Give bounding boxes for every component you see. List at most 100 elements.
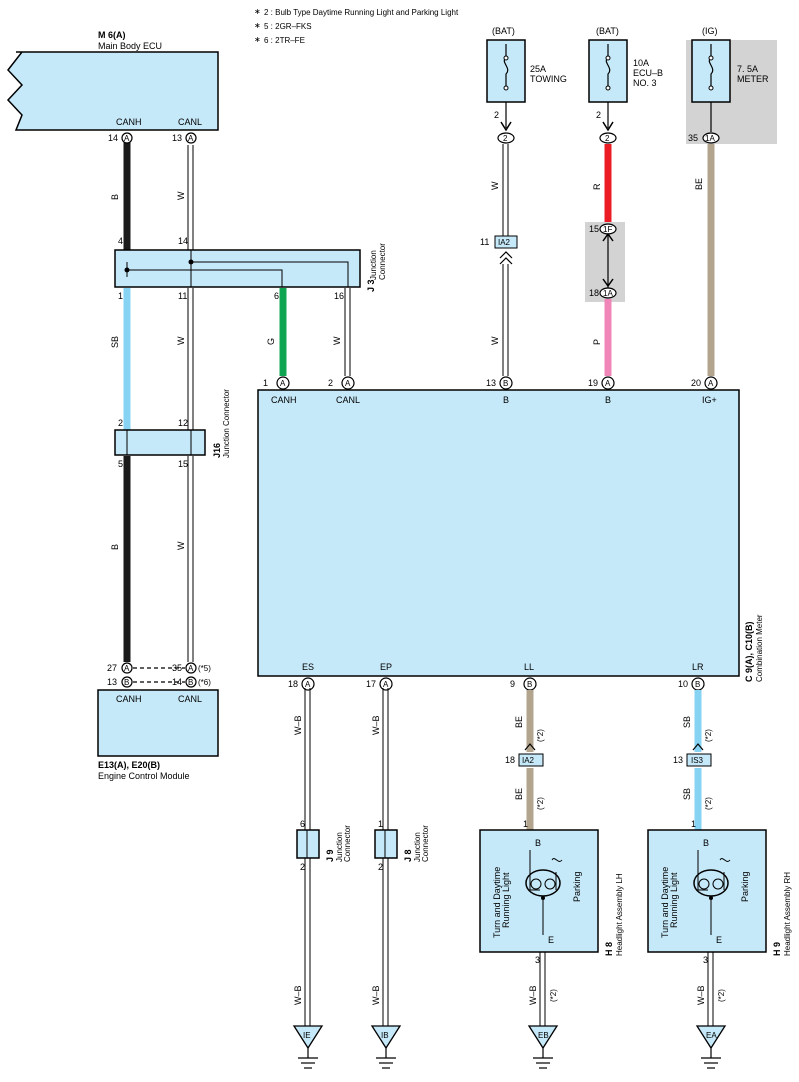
- ecu-pin-canl-conn: A: [188, 134, 194, 143]
- ecm-row2-note: (*6): [198, 678, 211, 687]
- note-1-text: 2 : Bulb Type Daytime Running Light and …: [264, 8, 459, 17]
- ecm-pin-14: [185, 676, 197, 688]
- ecu-code: M 6(A): [98, 30, 126, 40]
- ecm-canh-label: CANH: [116, 694, 142, 704]
- wire-w-color: W: [176, 336, 186, 345]
- meter-bottom-pin-num: 9: [510, 679, 515, 689]
- ia2-bottom-label: IA2: [522, 756, 535, 765]
- ia2-bottom-chevron: [524, 743, 536, 751]
- meter-name: Combination Meter: [755, 614, 764, 682]
- meter-top-pin-label: CANH: [271, 395, 297, 405]
- ground-ie-label: IE: [303, 1031, 311, 1040]
- headlight-rh-bottom-pin: 3: [703, 955, 708, 965]
- wire-lh-ground-color: W–B: [528, 985, 538, 1005]
- wire-j9-color: W–B: [293, 985, 303, 1005]
- fuse-towing-conn-label: 2: [503, 134, 508, 143]
- meter-bottom-pin-label: ES: [302, 662, 314, 672]
- headlight-rh-filament-leads: [697, 865, 725, 891]
- fuse-towing-conn: [497, 132, 515, 144]
- ground-ib-label: IB: [381, 1031, 389, 1040]
- meter-top-pin-label: B: [605, 395, 611, 405]
- meter-bottom-pin-18: [301, 677, 315, 691]
- wire-towing-color: W: [490, 181, 500, 190]
- headlight-lh-bottom-label: E: [548, 935, 554, 945]
- meter-top-pin-num: 19: [588, 378, 598, 388]
- j9-box: [296, 829, 320, 859]
- meter-top-pin-num: 2: [328, 378, 333, 388]
- headlight-lh-parking-lead: [551, 858, 563, 862]
- meter-bottom-pin-17: [379, 677, 393, 691]
- ecm-code: E13(A), E20(B): [98, 760, 160, 770]
- junction-connector-j3: 4 14 1 11 6 16 J 3 Junction Junction Con…: [114, 236, 387, 301]
- meter-top-pin-conn: A: [708, 379, 714, 388]
- meter-top-pin-conn: B: [503, 379, 508, 388]
- junction-connector-j16: 2 12 5 15 J16 Junction Connector: [114, 389, 231, 469]
- ground-eb-symbol: [527, 1025, 559, 1050]
- note-2-text: 5 : 2GR–FKS: [264, 22, 312, 31]
- ia2-top-label: IA2: [498, 238, 511, 247]
- ecu-name: Main Body ECU: [98, 41, 162, 51]
- wire-towing-bottom-color: W: [490, 336, 500, 345]
- meter-bottom-pin-conn: A: [305, 680, 311, 689]
- fuse-ecu-b: (BAT) 10A ECU–B NO. 3 2 2: [588, 26, 663, 144]
- fuse-towing-term-2: [503, 85, 509, 91]
- ground-eb-label: EB: [538, 1031, 549, 1040]
- ecu-pin-canh-num: 14: [108, 133, 118, 143]
- ecm-row1-left-conn: A: [124, 664, 130, 673]
- fuse-meter-line1: 7. 5A: [737, 64, 758, 74]
- fuse-towing: (BAT) 25A TOWING 2 2: [486, 26, 567, 144]
- splice-bottom-conn-label: 1A: [603, 289, 613, 298]
- j16-name: Junction Connector: [222, 389, 231, 458]
- headlight-rh-box: [647, 829, 767, 953]
- headlight-rh-lamp2: Running Light: [669, 872, 679, 928]
- meter-bottom-pin-label: LL: [524, 662, 534, 672]
- headlight-assembly-lh: 1 B E Turn and Daytime Running Light Par…: [479, 819, 624, 965]
- wire-lr-star-bottom: (*2): [704, 797, 713, 810]
- j8-top-pin: 1: [378, 819, 383, 829]
- wire-es-color: W–B: [293, 715, 303, 735]
- meter-top-pin-num: 20: [691, 378, 701, 388]
- fuse-meter-pin: 35: [688, 133, 698, 143]
- meter-bottom-pin-num: 18: [288, 679, 298, 689]
- fuse-meter-conn-label: 1A: [705, 134, 715, 143]
- headlight-lh-top-pin: 1: [523, 819, 528, 829]
- wire-canl-color: W: [176, 191, 186, 200]
- meter-box: [257, 389, 740, 677]
- ecm-row2-left-conn: B: [124, 678, 129, 687]
- wire-w2-color: W: [332, 336, 342, 345]
- j3-top-pin-2: 14: [178, 236, 188, 246]
- splice-top-conn-label: 1F: [603, 225, 612, 234]
- j3-internal-2: [127, 269, 283, 287]
- j3-name-2: Connector: [378, 243, 387, 280]
- ground-ie-symbol: [292, 1025, 324, 1050]
- fuse-ecub-arrow: [602, 121, 614, 132]
- meter-top-pin-conn: A: [345, 379, 351, 388]
- meter-top-pin-2: [341, 376, 355, 390]
- fuse-ecub-line3: NO. 3: [633, 78, 657, 88]
- fuse-towing-term-1: [503, 55, 509, 61]
- headlight-rh-filament-2: [712, 878, 724, 890]
- ecm-row2-right-pin: 14: [172, 677, 182, 687]
- meter-bottom-pin-label: EP: [380, 662, 392, 672]
- j9-name-2: Connector: [343, 825, 352, 862]
- wire-w-ecm-color: W: [176, 541, 186, 550]
- meter-top-pin-num: 1: [263, 378, 268, 388]
- junction-connector-j8: 1 2 J 8 Junction Connector: [374, 819, 430, 872]
- headlight-lh-filament-leads: [529, 865, 557, 891]
- fuse-ecub-line1: 10A: [633, 58, 649, 68]
- headlight-lh-lamp3: Parking: [572, 871, 582, 902]
- headlight-lh-top-label: B: [535, 838, 541, 848]
- ia2-top-box: [494, 235, 518, 249]
- fuse-ecub-source: (BAT): [596, 26, 619, 36]
- j8-name-2: Connector: [421, 825, 430, 862]
- fuse-ecub-pin: 2: [596, 110, 601, 120]
- fuse-meter-conn: [702, 132, 720, 144]
- ground-ib-symbol: [370, 1025, 402, 1050]
- j8-name-1: Junction: [413, 832, 422, 862]
- ecm-name: Engine Control Module: [98, 771, 190, 781]
- wire-b-color: B: [110, 544, 120, 550]
- wire-lh-ground-star: (*2): [549, 989, 558, 1002]
- meter-bottom-pin-num: 17: [366, 679, 376, 689]
- j3-bottom-pin-3: 6: [274, 291, 279, 301]
